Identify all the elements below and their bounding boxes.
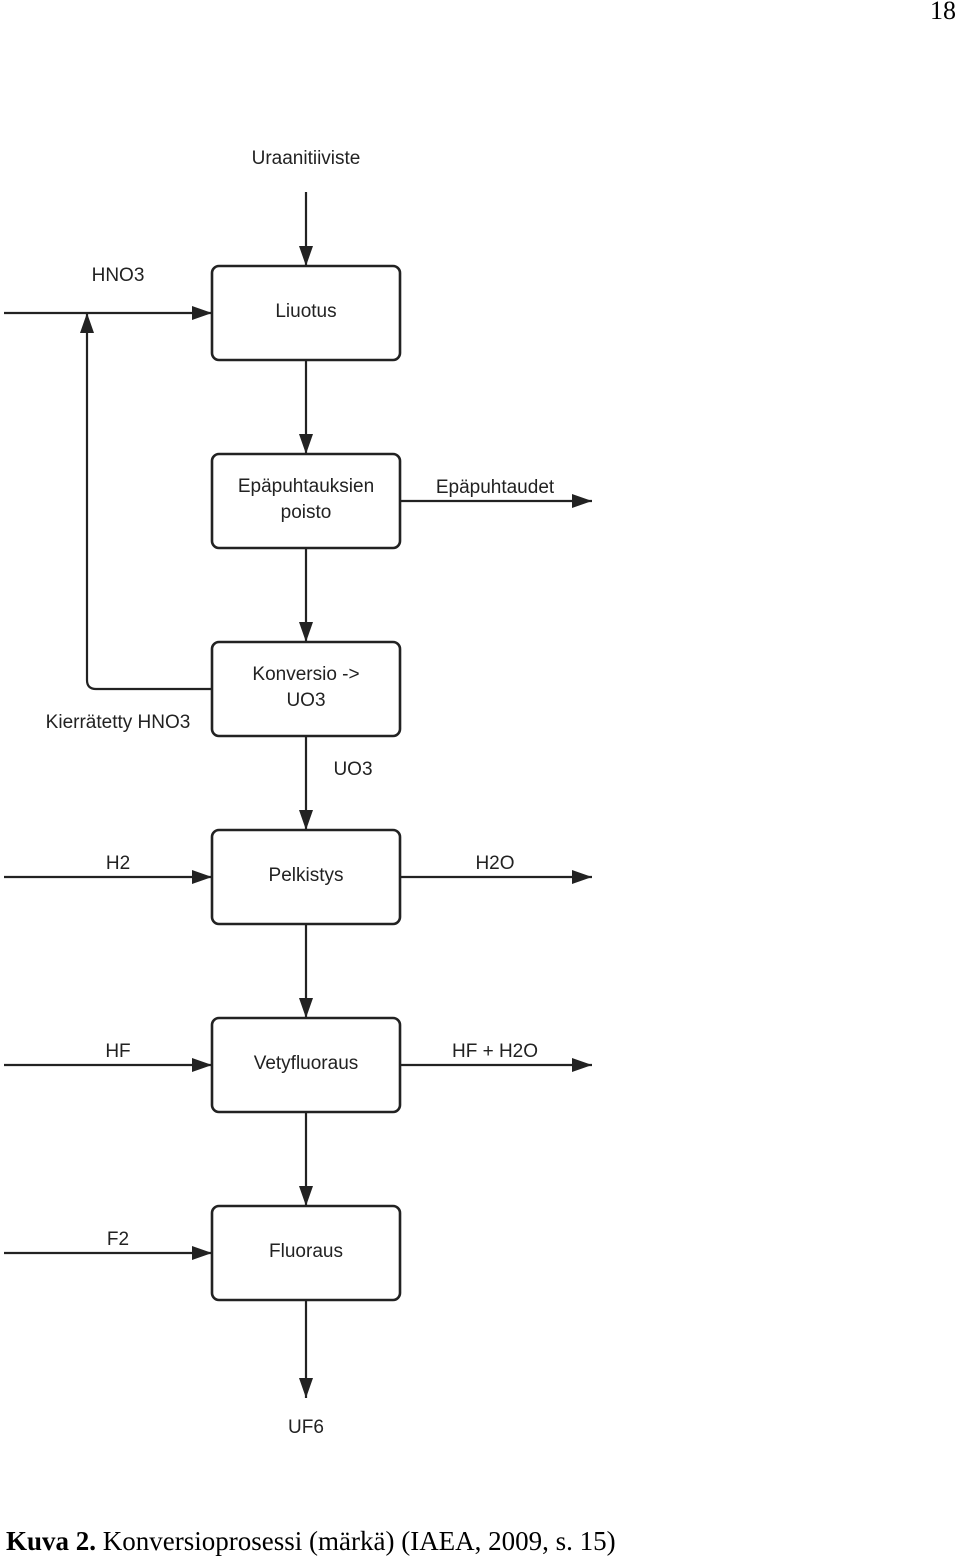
flow-label-uo3: UO3 <box>333 759 372 780</box>
process-box-vetyfluoraus <box>210 1016 402 1114</box>
flow-label-hno3: HNO3 <box>92 265 145 286</box>
process-box-epapuhtauksien-poisto <box>210 452 402 550</box>
page-number: 18 <box>930 0 956 25</box>
process-box-liuotus <box>210 264 402 362</box>
conversion-process-diagram: Liuotus Epäpuhtauksien poisto Konversio … <box>4 148 592 1438</box>
flow-label-impurities: Epäpuhtaudet <box>436 477 555 498</box>
figure-caption: Kuva 2. Konversioprosessi (märkä) (IAEA,… <box>6 1526 616 1557</box>
flow-label-f2: F2 <box>107 1229 129 1250</box>
flow-label-hf: HF <box>105 1041 130 1062</box>
step-label-pelkistys: Pelkistys <box>269 865 344 886</box>
process-box-fluoraus <box>210 1204 402 1302</box>
step-label-epapuhtauksien: Epäpuhtauksien <box>238 476 374 497</box>
flow-label-hf-h2o: HF + H2O <box>452 1041 538 1062</box>
flow-label-recycled-hno3: Kierrätetty HNO3 <box>46 712 191 733</box>
output-label: UF6 <box>288 1417 324 1438</box>
flow-label-h2: H2 <box>106 853 130 874</box>
step-label-liuotus: Liuotus <box>275 301 336 322</box>
step-label-vetyfluoraus: Vetyfluoraus <box>254 1053 359 1074</box>
flow-label-h2o: H2O <box>475 853 514 874</box>
step-label-konversio: Konversio -> <box>252 664 359 685</box>
step-label-poisto: poisto <box>281 502 332 523</box>
caption-label: Kuva 2. <box>6 1526 97 1556</box>
caption-text: Konversioprosessi (märkä) (IAEA, 2009, s… <box>102 1526 616 1556</box>
step-label-uo3: UO3 <box>286 690 325 711</box>
process-box-konversio <box>210 640 402 738</box>
input-label: Uraanitiiviste <box>252 148 361 169</box>
step-label-fluoraus: Fluoraus <box>269 1241 343 1262</box>
process-box-pelkistys <box>210 828 402 926</box>
arrow-recycled-hno3 <box>80 313 212 691</box>
